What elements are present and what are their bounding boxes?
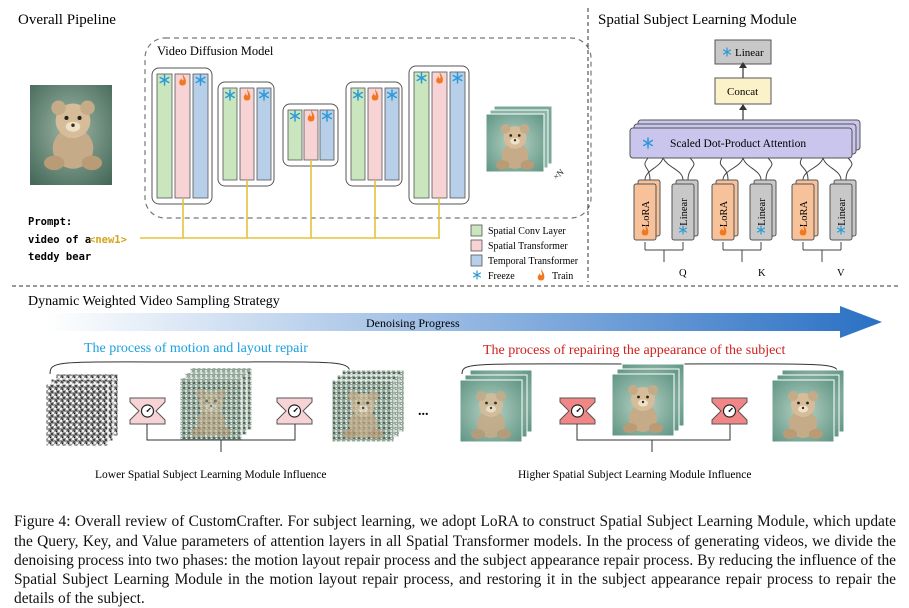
high-influence-label: Higher Spatial Subject Learning Module I… [518, 469, 751, 481]
input-v: V [837, 268, 845, 279]
prompt-line3: teddy bear [28, 251, 91, 263]
model-label: Video Diffusion Model [157, 44, 274, 58]
lora-label-k: LoRA [719, 200, 730, 227]
legend: Spatial Conv Layer Spatial Transformer T… [470, 224, 579, 282]
sampling-title: Dynamic Weighted Video Sampling Strategy [28, 294, 280, 309]
lora-label-q: LoRA [641, 200, 652, 227]
branch-arrows [644, 157, 853, 181]
influence-connectors [146, 424, 731, 452]
linear-label-k: Linear [757, 198, 768, 226]
repeat-label: ×N [551, 167, 566, 182]
pipeline-title: Overall Pipeline [18, 12, 116, 28]
progress-arrow [46, 306, 882, 338]
ellipsis: ... [418, 404, 429, 419]
gauge-icon-high-2 [722, 404, 737, 418]
phase2-label: The process of repairing the appearance … [483, 343, 786, 358]
input-k: K [758, 268, 766, 279]
unet-block-4 [408, 65, 470, 205]
freeze-icon [472, 270, 482, 280]
input-q: Q [679, 268, 687, 279]
linear-top-label: Linear [735, 47, 764, 59]
noisy-bear-frames-2 [331, 369, 405, 443]
attention-box: Scaled Dot-Product Attention [629, 119, 861, 159]
noisy-bear-frames-1 [179, 367, 253, 441]
legend-train: Train [552, 271, 573, 282]
figure-caption: Figure 4: Overall review of CustomCrafte… [14, 513, 896, 608]
unet-block-1 [151, 67, 213, 205]
unet-block-mid [282, 103, 339, 167]
low-influence-label: Lower Spatial Subject Learning Module In… [95, 469, 327, 481]
prompt-line2: video of a [28, 234, 91, 246]
clean-bear-frames-2 [611, 363, 685, 437]
legend-temporal: Temporal Transformer [488, 256, 579, 267]
denoiser-high-1 [559, 397, 596, 425]
phase1-label: The process of motion and layout repair [84, 341, 308, 356]
input-lines [644, 242, 842, 262]
clean-bear-frames-1 [459, 369, 533, 443]
figure-canvas: Overall Pipeline Video Diffusion Model [12, 8, 900, 481]
model-dashed-box [144, 37, 592, 219]
legend-spatial: Spatial Transformer [488, 241, 568, 252]
unet-block-2 [217, 81, 275, 187]
prompt-prefix: Prompt: [28, 216, 72, 228]
gauge-icon-low-1 [140, 404, 155, 418]
output-video-stack: ×N [485, 105, 566, 182]
branch-v: LoRA Linear [791, 179, 857, 241]
clean-bear-frames-3 [771, 369, 845, 443]
module-title: Spatial Subject Learning Module [598, 12, 797, 28]
linear-label-q: Linear [679, 198, 690, 226]
prompt: Prompt: video of a <new1> teddy bear [28, 216, 127, 263]
legend-freeze: Freeze [488, 271, 515, 282]
train-icon [537, 269, 545, 281]
concat-label: Concat [727, 86, 758, 98]
attention-label: Scaled Dot-Product Attention [670, 138, 806, 150]
denoiser-high-2 [711, 397, 748, 425]
branch-k: LoRA Linear [711, 179, 777, 241]
lora-label-v: LoRA [799, 200, 810, 227]
legend-conv: Spatial Conv Layer [488, 226, 566, 237]
linear-label-v: Linear [837, 198, 848, 226]
gauge-icon-low-2 [287, 404, 302, 418]
unet-block-3 [345, 81, 403, 187]
gauge-icon-high-1 [570, 404, 585, 418]
qkv-branches: LoRA Linear LoRA Linear LoRA Linear [633, 179, 857, 241]
denoiser-low-2 [276, 397, 313, 425]
progress-label: Denoising Progress [366, 316, 460, 330]
phase1-bracket [49, 361, 351, 375]
linear-top-box: Linear [714, 39, 772, 65]
branch-q: LoRA Linear [633, 179, 699, 241]
denoiser-low-1 [129, 397, 166, 425]
concat-box: Concat [714, 77, 772, 105]
prompt-token: <new1> [89, 234, 127, 246]
noise-frames [45, 373, 119, 447]
input-image [30, 85, 112, 185]
prompt-lines [140, 160, 440, 239]
